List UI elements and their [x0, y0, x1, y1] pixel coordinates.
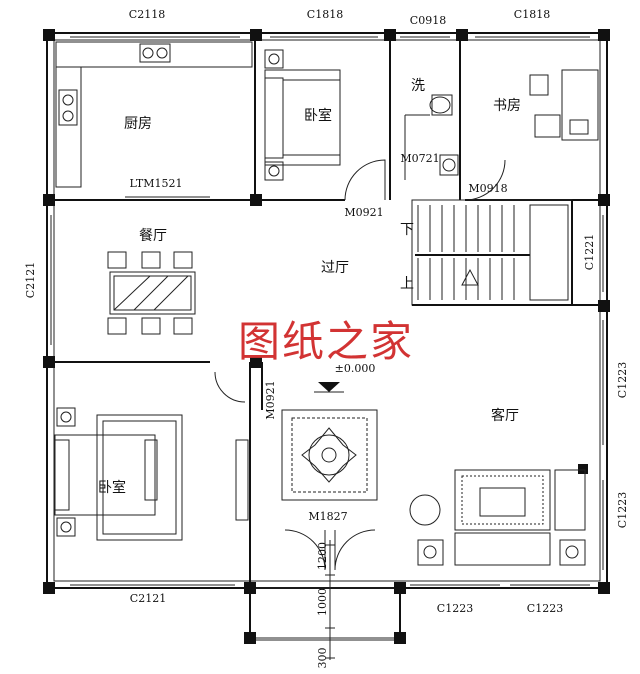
stair-down-label: 下: [400, 222, 414, 238]
window-label-right-living-upper: C1223: [616, 362, 629, 398]
room-kitchen: 厨房: [124, 116, 152, 132]
dim-300: 300: [316, 648, 329, 669]
staircase: [415, 204, 569, 301]
stair-arrow-icon: [461, 268, 479, 286]
bath-fixtures: [404, 94, 459, 180]
dim-1000: 1000: [316, 588, 329, 616]
stair-landing: [529, 204, 569, 301]
stair-up-label: 上: [400, 276, 414, 292]
entrance-rug: [281, 382, 378, 501]
room-bathroom: 洗: [411, 78, 425, 94]
dining-table: [107, 251, 196, 335]
window-label-bottom-living-right: C1223: [527, 602, 563, 615]
door-swings: [214, 159, 506, 571]
interior-walls: [47, 33, 607, 641]
door-label-main: M1827: [308, 510, 347, 523]
room-bedroom-top: 卧室: [304, 107, 332, 124]
bed-bottom: [54, 407, 249, 541]
living-sofas: [409, 469, 586, 566]
window-label-bottom-living-left: C1223: [437, 602, 473, 615]
door-label-study: M0918: [468, 182, 507, 195]
window-label-top-kitchen: C2118: [129, 8, 165, 21]
study-desk: [529, 69, 599, 141]
door-label-kitchen: LTM1521: [129, 177, 182, 190]
window-marks: [50, 36, 604, 586]
bed-top: [264, 49, 341, 181]
room-hall: 过厅: [321, 260, 349, 276]
dimension-lines: [325, 540, 335, 660]
elevation-label: ±0.000: [335, 362, 376, 375]
window-label-bottom-bedroom: C2121: [130, 592, 166, 605]
dim-1200: 1200: [316, 542, 329, 570]
window-label-right-living-lower: C1223: [616, 492, 629, 528]
watermark-text: 图纸之家: [238, 317, 414, 366]
room-dining: 餐厅: [139, 228, 167, 244]
door-label-bedroom-bottom: M0921: [264, 380, 277, 419]
window-label-left-dining: C2121: [24, 262, 37, 298]
room-living: 客厅: [491, 407, 519, 424]
door-label-bedroom-top: M0921: [344, 206, 383, 219]
room-bedroom-bottom: 卧室: [98, 479, 126, 496]
window-label-top-bedroom: C1818: [307, 8, 343, 21]
columns: [43, 29, 610, 644]
room-study: 书房: [493, 98, 521, 114]
door-label-bath: M0721: [400, 152, 439, 165]
window-label-top-study: C1818: [514, 8, 550, 21]
window-label-top-bath: C0918: [410, 14, 446, 27]
kitchen-counter: [55, 41, 253, 198]
window-label-right-stair: C1221: [583, 234, 596, 270]
